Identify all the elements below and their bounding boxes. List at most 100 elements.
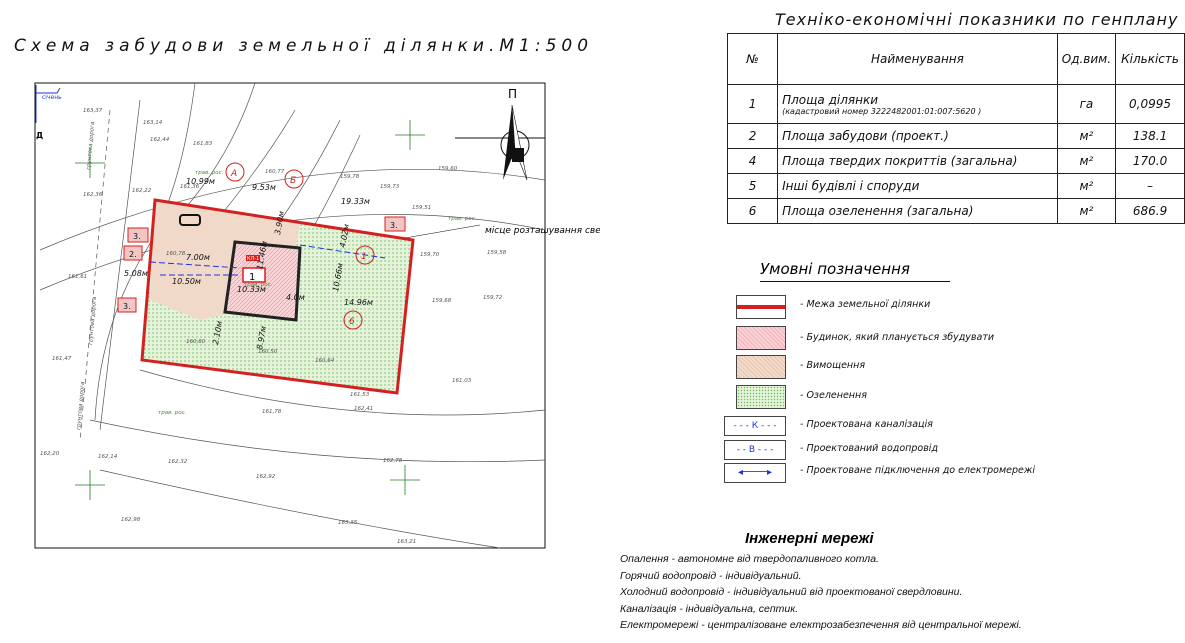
svg-text:160,50: 160,50: [258, 349, 278, 355]
svg-text:162,36: 162,36: [83, 192, 103, 198]
svg-text:162,44: 162,44: [150, 137, 170, 143]
svg-text:161,03: 161,03: [452, 378, 472, 384]
network-lines: [149, 261, 241, 276]
network-line: Електромережі - централізоване електроза…: [620, 619, 1022, 631]
legend-water-swatch: - - В - - -: [724, 440, 786, 460]
svg-text:162,98: 162,98: [121, 517, 141, 523]
svg-text:159,73: 159,73: [380, 184, 400, 190]
svg-text:КЛ-1: КЛ-1: [247, 256, 259, 262]
legend-power-swatch: ◂────▸: [724, 463, 786, 483]
north-arrow-icon: П: [455, 87, 545, 181]
svg-text:4.0м: 4.0м: [286, 293, 305, 302]
svg-text:3.: 3.: [123, 302, 131, 311]
legend-title: Умовні позначення: [760, 260, 950, 282]
svg-text:162,41: 162,41: [354, 406, 373, 412]
svg-text:163,14: 163,14: [143, 120, 163, 126]
svg-text:162,32: 162,32: [168, 459, 188, 465]
contour-lines: [39, 82, 546, 549]
svg-text:грунтова дорога: грунтова дорога: [86, 121, 96, 170]
edge-label-top: січень: [42, 94, 62, 101]
svg-text:3.90м: 3.90м: [273, 210, 286, 235]
legend-paving-swatch: [736, 355, 786, 379]
svg-text:6: 6: [349, 317, 355, 327]
car-icon: [179, 214, 201, 226]
svg-text:163,37: 163,37: [83, 108, 103, 114]
network-line: Холодний водопровід - індивідуальний від…: [620, 586, 963, 598]
svg-text:159,78: 159,78: [340, 174, 360, 180]
svg-text:2.10м: 2.10м: [211, 320, 224, 345]
svg-text:162,78: 162,78: [383, 458, 403, 464]
site-plan: 1 КЛ-1 А Б 1 6 3. 2. 3. 3. 10.99м 9.53м 19.…: [34, 82, 600, 549]
svg-text:А: А: [230, 169, 237, 179]
svg-text:9.53м: 9.53м: [252, 183, 276, 192]
svg-text:7.00м: 7.00м: [186, 253, 210, 262]
svg-text:161,36: 161,36: [180, 184, 200, 190]
svg-text:160,64: 160,64: [315, 358, 335, 364]
drawing-title: Схема забудови земельної ділянки.М1:500: [14, 36, 594, 56]
edge-label: Д: [36, 131, 43, 140]
grid-crosses: [75, 120, 425, 500]
svg-text:Б: Б: [290, 176, 296, 186]
svg-text:грунтова дорога: грунтова дорога: [88, 296, 98, 345]
svg-text:159,51: 159,51: [412, 205, 431, 211]
svg-text:1: 1: [361, 252, 367, 262]
svg-text:трав. рос.: трав. рос.: [244, 282, 273, 288]
svg-text:10.99м: 10.99м: [186, 177, 215, 186]
svg-text:3.: 3.: [133, 232, 141, 241]
legend-boundary-swatch: [736, 295, 786, 319]
tep-table: № Найменування Од.вим. Кількість 1 Площа…: [726, 33, 1185, 224]
svg-text:162,92: 162,92: [256, 474, 276, 480]
svg-text:10.50м: 10.50м: [172, 277, 201, 286]
building-label: 1: [249, 272, 255, 283]
networks-title: Інженерні мережі: [745, 530, 874, 547]
axis-markers: [225, 162, 375, 330]
svg-text:трав. рос.: трав. рос.: [448, 216, 477, 222]
svg-text:8.97м: 8.97м: [255, 325, 268, 350]
network-line: Опалення - автономне від твердопаливного…: [620, 553, 879, 565]
svg-text:163,35: 163,35: [338, 520, 358, 526]
svg-text:161,61: 161,61: [68, 274, 87, 280]
network-line: Горячий водопровід - індивідуальний.: [620, 570, 802, 582]
svg-text:159,58: 159,58: [487, 250, 507, 256]
svg-text:трав. рос.: трав. рос.: [158, 410, 187, 416]
svg-text:161,78: 161,78: [262, 409, 282, 415]
svg-text:2.: 2.: [129, 250, 137, 259]
svg-text:159,72: 159,72: [483, 295, 503, 301]
legend-green-swatch: [736, 385, 786, 409]
svg-text:163,21: 163,21: [397, 539, 416, 545]
legend-sewer-swatch: - - - К - - -: [724, 416, 786, 436]
table-header: № Найменування Од.вим. Кількість: [726, 33, 1185, 85]
svg-text:160,60: 160,60: [186, 339, 206, 345]
svg-text:162,20: 162,20: [40, 451, 60, 457]
legend-house-swatch: [736, 326, 786, 350]
elevation-marks: 163,37 163,14 162,44 161,83 160,77 159,78 1…: [40, 108, 507, 545]
plan-frame: [34, 82, 546, 549]
network-line: Каналізація - індивідуальна, септик.: [620, 603, 799, 615]
svg-text:159,68: 159,68: [432, 298, 452, 304]
svg-text:П: П: [508, 87, 517, 101]
svg-text:160,78: 160,78: [166, 251, 186, 257]
svg-text:3.: 3.: [390, 221, 398, 230]
svg-text:162,14: 162,14: [98, 454, 118, 460]
tep-title: Техніко-економічні показники по генплану: [775, 10, 1179, 29]
svg-text:19.33м: 19.33м: [341, 197, 370, 206]
svg-text:161,53: 161,53: [350, 392, 370, 398]
svg-text:14.96м: 14.96м: [344, 298, 373, 307]
svg-text:160,77: 160,77: [265, 169, 285, 175]
svg-text:159,70: 159,70: [420, 252, 440, 258]
svg-text:трав. рос.: трав. рос.: [195, 170, 224, 176]
well-note: місце розташування свердловини (проект.): [485, 226, 600, 236]
svg-text:161,83: 161,83: [193, 141, 213, 147]
svg-text:грунтова дорога: грунтова дорога: [76, 381, 86, 430]
svg-text:4.02м: 4.02м: [338, 223, 351, 248]
plot-boundary: [140, 198, 415, 395]
svg-text:159,60: 159,60: [438, 166, 458, 172]
svg-text:161,47: 161,47: [52, 356, 72, 362]
svg-text:5.08м: 5.08м: [124, 269, 148, 278]
svg-text:162,22: 162,22: [132, 188, 152, 194]
